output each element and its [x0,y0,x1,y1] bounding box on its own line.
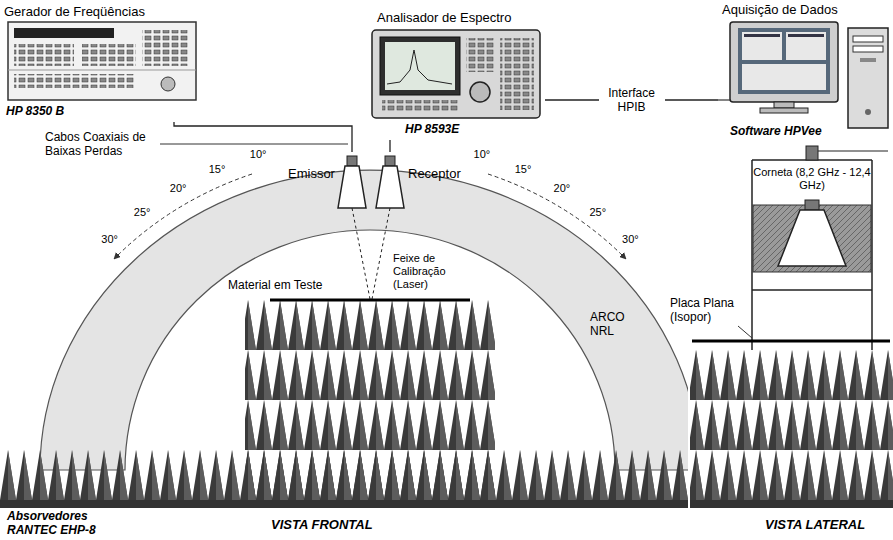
travel-arc [114,174,252,259]
coax-cable [174,122,352,152]
angle-mark: 25° [589,205,606,218]
node-heading: Gerador de Freqüências [4,4,145,19]
side-frame [752,160,872,350]
node-heading: Emissor [288,166,335,181]
model-name: Software HPVee [730,124,822,139]
node-heading: Aquisição de Dados [722,2,838,17]
angle-mark: 20° [554,182,571,195]
view-title: VISTA FRONTAL [268,517,376,532]
node-heading: Analisador de Espectro [377,10,511,25]
absorber [245,300,495,500]
horn-label: Corneta (8,2 GHz - 12,4 GHz) [752,166,872,192]
cable-leader [160,144,348,145]
spectrum-analyzer [372,30,540,118]
plate-leader [738,326,752,338]
interface-label: Interface HPIB [599,85,665,115]
horn-antenna [338,156,404,208]
angle-mark: 10° [250,148,267,161]
angle-mark: 30° [101,233,118,246]
generator-node: Gerador de Freqüências HP 8350 B [4,4,199,122]
horn-antenna [778,146,888,266]
plate-label: Placa Plana (Isopor) [670,296,740,324]
view-title: VISTA LATERAL [762,517,868,532]
material-label: Material em Teste [228,278,322,292]
computer-node: Aquisição de DadosSoftware HPVee [718,2,890,142]
laser-beam [352,208,390,299]
horn-mount [753,205,871,272]
laser-note: Feixe de Calibração (Laser) [393,252,459,291]
angle-mark: 25° [134,205,151,218]
model-name: HP 8350 B [6,104,64,119]
absorber-floor [0,500,688,508]
angle-mark: 15° [515,163,532,176]
angle-mark: 15° [209,163,226,176]
emitter-horn: Emissor [288,152,368,210]
angle-mark: 20° [170,182,187,195]
test-plate [270,299,470,302]
arch-label: ARCO NRL [590,310,636,338]
model-name: HP 8593E [405,122,459,137]
absorber-label: Absorvedores RANTEC EHP-8 [4,509,122,537]
angle-mark: 10° [474,148,491,161]
travel-arc [488,174,626,259]
cable-note: Cabos Coaxiais de Baixas Perdas [45,130,157,158]
absorber-floor [690,500,893,508]
angle-mark: 30° [622,233,639,246]
frequency-generator [8,22,196,100]
computer [718,22,888,128]
absorber [690,350,893,500]
receiver-horn: Receptor [374,152,465,210]
coax-cable [389,140,390,152]
node-heading: Receptor [408,166,461,181]
analyzer-node: Analisador de Espectro HP 8593E [365,10,545,140]
flat-plate [692,340,890,343]
